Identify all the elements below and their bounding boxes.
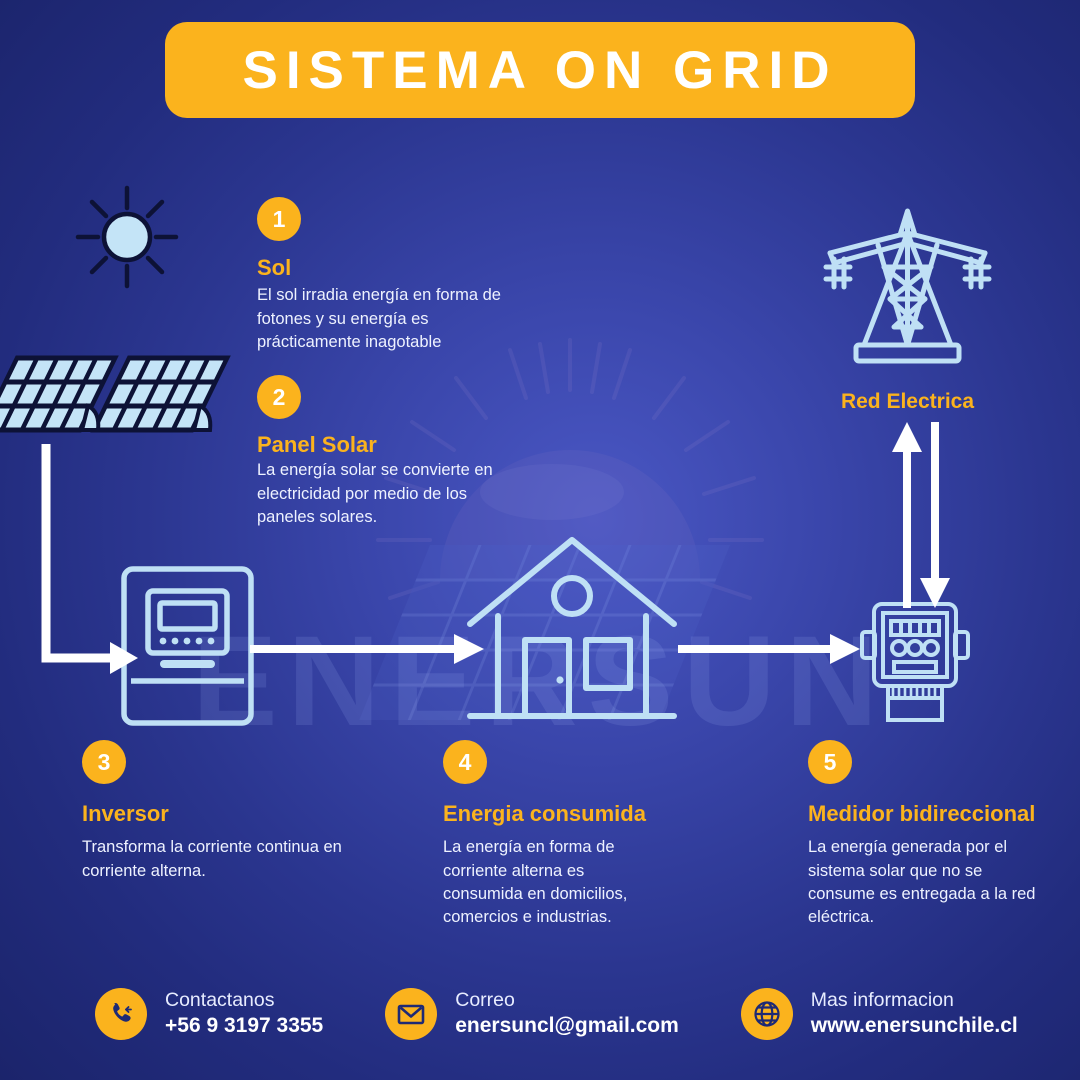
- contact-email-value: enersuncl@gmail.com: [455, 1013, 679, 1037]
- house-icon: [467, 537, 677, 719]
- flow-arrow-inverter-to-house: [250, 634, 484, 664]
- contact-email[interactable]: Correo enersuncl@gmail.com: [385, 987, 679, 1040]
- flow-arrow-house-to-meter: [678, 634, 860, 664]
- flow-arrow-grid-to-meter: [920, 422, 950, 608]
- flow-arrow-meter-to-grid: [892, 422, 922, 608]
- grid-label: Red Electrica: [840, 390, 975, 413]
- solar-panel-icon: [0, 355, 231, 433]
- contact-website-value: www.enersunchile.cl: [810, 1013, 1018, 1037]
- step-1-title: Sol: [257, 255, 292, 280]
- step-2-badge: 2: [257, 375, 301, 419]
- step-3-badge: 3: [82, 740, 126, 784]
- contact-phone-value: +56 9 3197 3355: [165, 1013, 324, 1037]
- globe-icon: [740, 987, 793, 1040]
- page-title: SISTEMA ON GRID: [242, 40, 838, 100]
- contact-website[interactable]: Mas informacion www.enersunchile.cl: [740, 987, 1018, 1040]
- envelope-icon: [385, 987, 438, 1040]
- contact-phone[interactable]: Contactanos +56 9 3197 3355: [95, 987, 324, 1040]
- step-2-panel-solar: 2 Panel Solar La energía solar se convie…: [257, 375, 502, 529]
- step-1-badge: 1: [257, 197, 301, 241]
- step-4-title: Energia consumida: [443, 801, 646, 826]
- inverter-icon: [121, 566, 254, 726]
- phone-icon: [95, 987, 147, 1040]
- title-banner: SISTEMA ON GRID: [165, 22, 915, 118]
- transmission-tower-icon: [823, 208, 992, 364]
- step-3-title: Inversor: [82, 801, 169, 826]
- step-5-body: La energía generada por el sistema solar…: [808, 838, 1036, 927]
- step-5-badge: 5: [808, 740, 852, 784]
- step-4-energia-consumida: 4 Energia consumida La energía en forma …: [443, 740, 665, 930]
- contact-phone-label: Contactanos: [165, 989, 275, 1012]
- step-5-title: Medidor bidireccional: [808, 801, 1036, 826]
- step-3-inversor: 3 Inversor Transforma la corriente conti…: [82, 740, 342, 883]
- footer-contact-bar: Contactanos +56 9 3197 3355 Correo eners…: [0, 955, 1080, 1080]
- contact-email-label: Correo: [455, 989, 515, 1012]
- contact-website-label: Mas informacion: [810, 989, 954, 1012]
- step-4-badge: 4: [443, 740, 487, 784]
- step-1-sol: 1 Sol El sol irradia energía en forma de…: [257, 197, 515, 354]
- step-2-body: La energía solar se convierte en electri…: [257, 461, 493, 527]
- sun-icon: [75, 185, 179, 289]
- step-3-body: Transforma la corriente continua en corr…: [82, 838, 342, 880]
- step-4-body: La energía en forma de corriente alterna…: [443, 838, 628, 927]
- step-2-title: Panel Solar: [257, 432, 377, 457]
- step-1-body: El sol irradia energía en forma de foton…: [257, 286, 501, 352]
- step-5-medidor-bidireccional: 5 Medidor bidireccional La energía gener…: [808, 740, 1048, 930]
- bidirectional-meter-icon: [860, 602, 970, 722]
